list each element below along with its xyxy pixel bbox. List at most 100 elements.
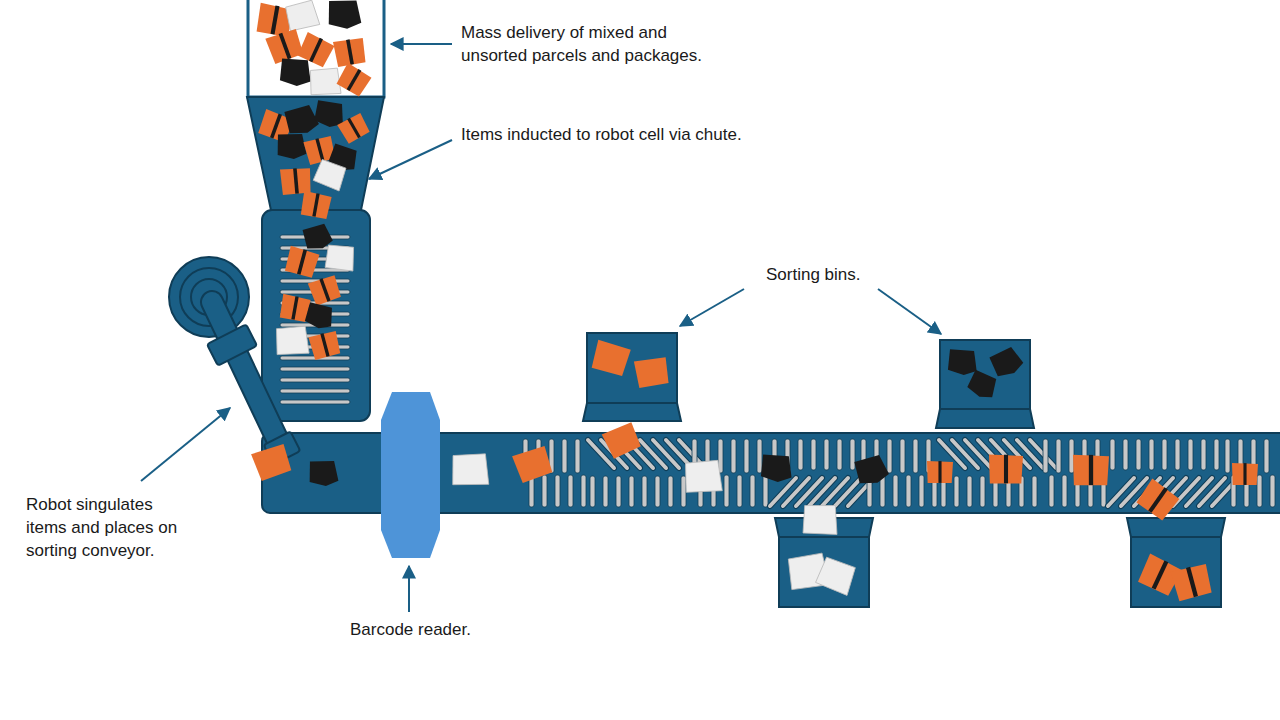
- slat: [824, 439, 829, 470]
- slat: [280, 400, 350, 404]
- parcel: [309, 68, 341, 96]
- parcel: [284, 0, 320, 32]
- parcels: [251, 0, 1258, 601]
- slat: [1043, 439, 1048, 473]
- parcel: [1171, 563, 1214, 602]
- slat: [744, 439, 749, 473]
- parcel: [1136, 478, 1180, 521]
- slat: [280, 378, 350, 382]
- slat: [629, 476, 634, 507]
- slat: [1062, 475, 1067, 507]
- slat: [555, 475, 560, 507]
- slat: [542, 475, 547, 507]
- slat: [850, 439, 855, 470]
- slat: [1264, 439, 1269, 473]
- parcel: [1073, 455, 1109, 486]
- parcel: [284, 246, 320, 278]
- sorting-bin: [583, 333, 681, 421]
- slat: [1162, 439, 1167, 470]
- slat: [562, 439, 567, 473]
- parcel: [989, 455, 1023, 484]
- parcel: [251, 443, 293, 482]
- slat: [681, 476, 686, 507]
- parcel: [300, 191, 332, 219]
- slat: [1201, 439, 1206, 470]
- parcel: [325, 245, 355, 271]
- slat: [603, 476, 608, 507]
- slat: [1049, 475, 1054, 507]
- slat: [1032, 476, 1037, 507]
- barcode-reader: [381, 392, 440, 558]
- slat: [737, 475, 742, 507]
- hopper: [248, 0, 384, 97]
- slat: [590, 476, 595, 507]
- slat: [575, 439, 580, 473]
- leader-line: [369, 140, 452, 179]
- slat: [568, 475, 573, 507]
- callout-label: Sorting bins.: [766, 263, 906, 286]
- slat: [280, 389, 350, 393]
- parcel: [1232, 463, 1258, 485]
- parcel: [303, 300, 337, 332]
- slat: [757, 439, 762, 473]
- slat: [913, 439, 918, 473]
- parcel: [308, 274, 342, 306]
- leader-lines: [141, 44, 941, 612]
- slat: [731, 439, 736, 473]
- leader-line: [141, 408, 230, 481]
- slat: [616, 476, 621, 507]
- leader-line: [391, 43, 452, 45]
- parcel: [308, 330, 341, 360]
- machine: [169, 0, 1280, 607]
- parcel: [927, 461, 953, 483]
- slat: [893, 475, 898, 507]
- slat: [837, 439, 842, 470]
- infeed-conveyor: [262, 210, 370, 421]
- callout-label: Mass delivery of mixed and unsorted parc…: [461, 21, 731, 67]
- slat: [750, 475, 755, 507]
- parcel: [512, 445, 554, 484]
- slat: [1136, 439, 1141, 470]
- callout-label: Robot singulates items and places on sor…: [26, 493, 194, 562]
- parcel: [278, 56, 314, 88]
- parcel: [313, 159, 347, 191]
- slat: [1110, 439, 1115, 470]
- slat: [1188, 439, 1193, 470]
- parcel: [759, 452, 795, 484]
- parcel: [989, 345, 1026, 379]
- slat: [280, 367, 350, 371]
- slat: [798, 439, 803, 470]
- parcel: [327, 0, 363, 30]
- slat: [724, 475, 729, 507]
- parcel: [276, 132, 308, 160]
- slat: [887, 439, 892, 473]
- slat: [906, 475, 911, 507]
- slat: [980, 476, 985, 507]
- sorting-bin: [936, 340, 1034, 428]
- parcel: [965, 368, 1001, 403]
- parcel: [815, 557, 857, 596]
- slat: [642, 476, 647, 507]
- slat: [900, 439, 905, 473]
- slat: [967, 476, 972, 507]
- parcel: [333, 37, 367, 67]
- slat: [1257, 475, 1262, 507]
- slat: [919, 475, 924, 507]
- slat: [1225, 439, 1230, 473]
- slat: [668, 476, 673, 507]
- parcel: [854, 454, 890, 486]
- slat: [763, 475, 768, 507]
- leader-line: [680, 289, 744, 326]
- parcel: [684, 460, 723, 494]
- slat: [1214, 439, 1219, 470]
- parcel: [308, 459, 340, 487]
- parcel: [634, 356, 670, 388]
- callout-label: Barcode reader.: [350, 618, 500, 641]
- slat: [1270, 475, 1275, 507]
- parcel: [337, 112, 371, 144]
- parcel: [803, 506, 837, 535]
- leader-line: [408, 566, 410, 612]
- leader-line: [878, 289, 941, 334]
